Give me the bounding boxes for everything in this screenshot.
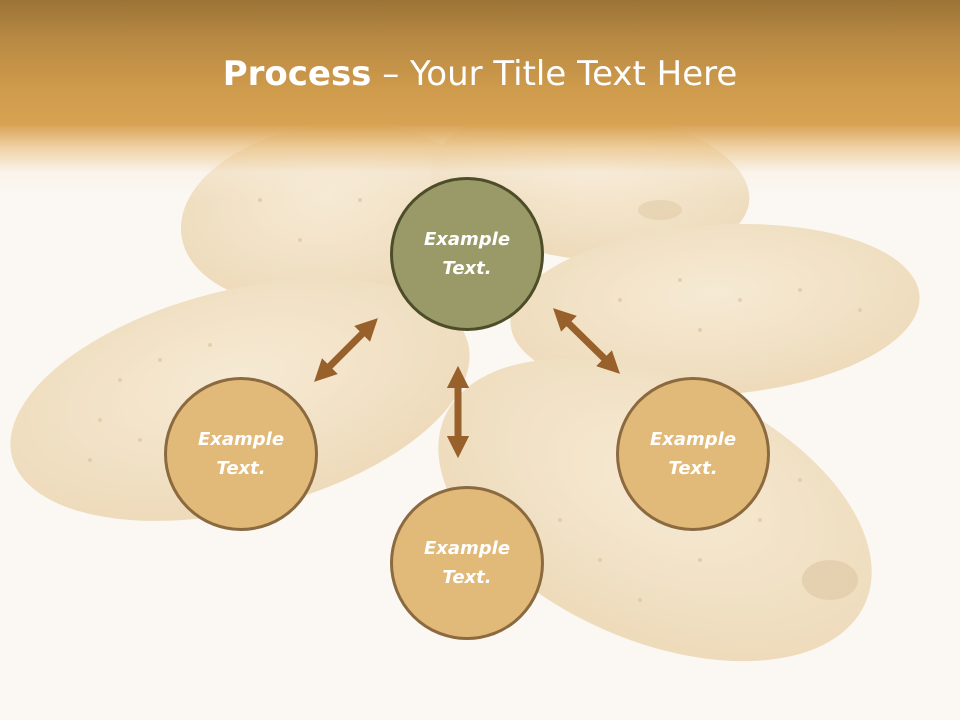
- arrow-right-diagonal: [553, 308, 620, 374]
- circle-left-line1: Example: [197, 429, 285, 450]
- circle-right-line1: Example: [649, 429, 737, 450]
- circle-bottom-line1: Example: [423, 538, 511, 559]
- slide-title: Process – Your Title Text Here: [0, 52, 960, 96]
- circle-right-line2: Text.: [668, 458, 718, 479]
- arrow-left-diagonal: [314, 318, 378, 382]
- circle-top-line1: Example: [423, 229, 511, 250]
- circle-top-line2: Text.: [442, 258, 492, 279]
- circle-left-line2: Text.: [216, 458, 266, 479]
- slide-title-bold: Process: [222, 54, 372, 94]
- title-banner: [0, 0, 960, 200]
- slide-title-rest: – Your Title Text Here: [371, 54, 738, 94]
- circle-bottom-line2: Text.: [442, 567, 492, 588]
